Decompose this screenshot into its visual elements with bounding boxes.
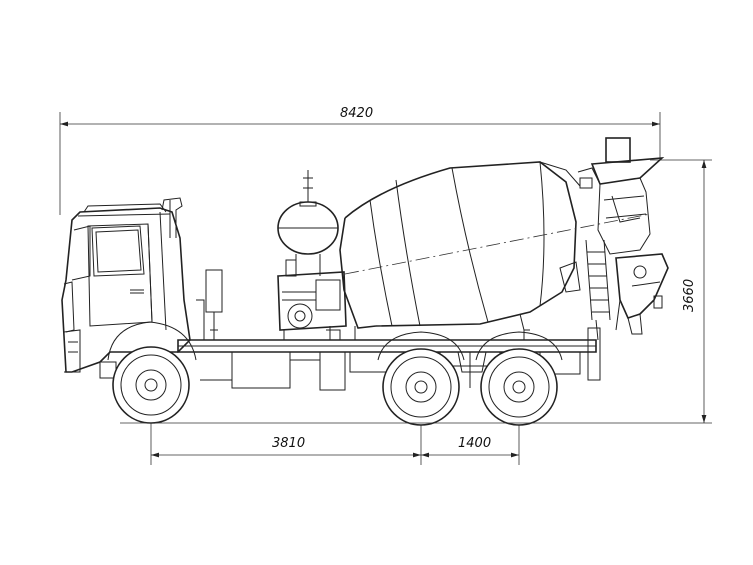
wheelbase-front-label: 3810 [272,436,305,451]
dimension-overall-length: 8420 [59,106,661,215]
discharge-chute [615,253,669,335]
dimension-wheelbase: 3810 1400 [150,385,520,465]
rear-wheel-2 [475,331,563,426]
height-label: 3660 [682,279,697,312]
loading-hopper [577,137,665,255]
front-wheel [107,321,197,424]
exhaust-box [196,269,223,340]
mixer-drum [339,161,651,340]
truck-cab [61,197,191,379]
rear-suspension [457,351,487,388]
access-ladder [585,239,611,341]
wheelbase-rear-label: 1400 [458,436,491,451]
rear-wheel-1 [377,331,465,426]
hydraulic-pump [277,259,356,340]
dimension-height: 3660 [560,159,712,424]
overall-length-label: 8420 [340,106,373,121]
